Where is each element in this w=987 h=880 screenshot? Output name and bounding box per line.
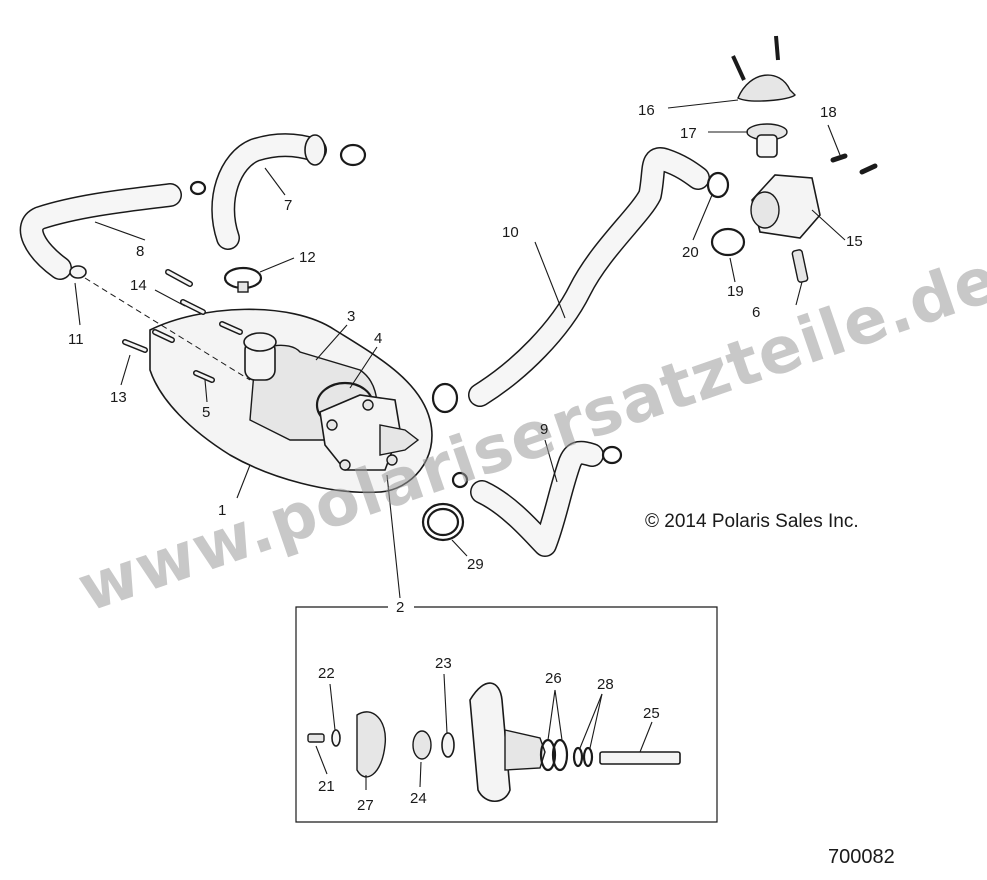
leader-lines — [74, 99, 846, 599]
clamps-near-9 — [451, 445, 623, 489]
callout-1: 1 — [218, 502, 226, 519]
clamp-12 — [223, 266, 263, 293]
callout-23: 23 — [435, 655, 452, 672]
callout-9: 9 — [540, 421, 548, 438]
sensor-6 — [791, 249, 809, 283]
callout-3: 3 — [347, 308, 355, 325]
callout-11: 11 — [68, 331, 84, 348]
thermostat-cover-16 — [731, 35, 796, 102]
callout-18: 18 — [820, 104, 837, 121]
o-ring-29 — [421, 502, 465, 542]
callout-10: 10 — [502, 224, 519, 241]
hose-7 — [211, 133, 327, 250]
callout-16: 16 — [638, 102, 655, 119]
callout-21: 21 — [318, 778, 335, 795]
hose-8 — [19, 183, 182, 280]
callout-22: 22 — [318, 665, 335, 682]
clamp-near-10 — [431, 382, 459, 414]
clamp-11 — [69, 265, 87, 279]
clamps-near-7 — [189, 143, 367, 196]
thermostat-housing-15 — [750, 174, 821, 239]
callout-17: 17 — [680, 125, 697, 142]
detail-box — [295, 606, 718, 823]
callout-27: 27 — [357, 797, 374, 814]
callouts: 1 2 3 4 5 6 7 8 9 10 11 12 13 14 15 16 1… — [68, 102, 863, 814]
callout-26: 26 — [545, 670, 562, 687]
hose-9 — [470, 440, 604, 557]
thermostat-17 — [746, 123, 788, 158]
callout-5: 5 — [202, 404, 210, 421]
clamp-20 — [706, 171, 730, 199]
callout-24: 24 — [410, 790, 427, 807]
bolts-18 — [830, 153, 878, 175]
callout-6: 6 — [752, 304, 760, 321]
callout-4: 4 — [374, 330, 382, 347]
callout-20: 20 — [682, 244, 699, 261]
callout-29: 29 — [467, 556, 484, 573]
callout-7: 7 — [284, 197, 292, 214]
detail-parts — [307, 682, 681, 803]
water-pump-assembly — [243, 332, 420, 471]
callout-28: 28 — [597, 676, 614, 693]
callout-8: 8 — [136, 243, 144, 260]
callout-19: 19 — [727, 283, 744, 300]
callout-25: 25 — [643, 705, 660, 722]
callout-15: 15 — [846, 233, 863, 250]
callout-12: 12 — [299, 249, 316, 266]
callout-13: 13 — [110, 389, 127, 406]
callout-14: 14 — [130, 277, 147, 294]
drawing-number: 700082 — [828, 846, 895, 868]
callout-2: 2 — [396, 599, 404, 616]
bolts-left — [122, 269, 243, 383]
assembly-line-11 — [84, 277, 251, 381]
detail-leader-lines — [315, 673, 653, 790]
o-ring-19 — [710, 227, 746, 257]
hose-10 — [468, 147, 710, 407]
copyright-notice: © 2014 Polaris Sales Inc. — [645, 511, 859, 532]
